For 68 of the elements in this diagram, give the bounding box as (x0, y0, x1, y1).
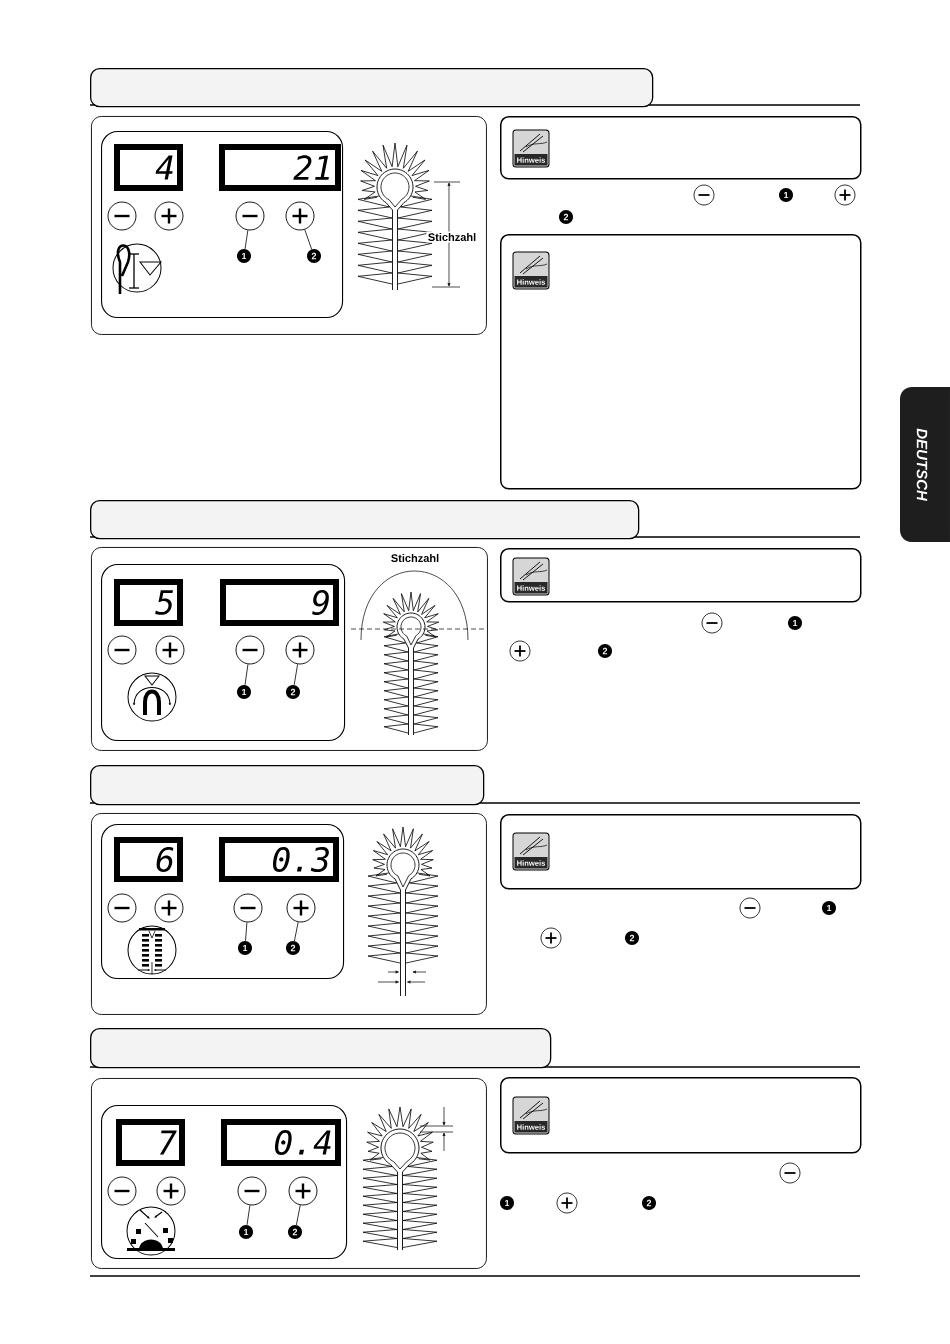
callout-number: 1 (788, 616, 802, 630)
callout-number: 2 (598, 644, 612, 658)
lcd-display: 7 (116, 1119, 185, 1166)
callout-number: 2 (286, 685, 300, 699)
plus-button (285, 635, 315, 665)
control-panel (101, 1105, 348, 1260)
lcd-display: 5 (114, 579, 183, 626)
leader-line (244, 663, 249, 686)
figure-frame (91, 1078, 487, 1269)
callout-number: 2 (642, 1196, 656, 1210)
leader-line (246, 1204, 251, 1226)
heading-bar (90, 68, 654, 108)
minus-button (235, 201, 265, 231)
plus-button (288, 1176, 318, 1206)
callout-number: 2 (286, 941, 300, 955)
minus-button (237, 1176, 267, 1206)
heading-bar (90, 1028, 552, 1069)
leader-line (245, 922, 248, 942)
leader-line (294, 921, 299, 942)
plus-button (285, 201, 315, 231)
callout-number: 2 (307, 249, 321, 263)
callout-number: 2 (288, 1225, 302, 1239)
plus-button (156, 1176, 186, 1206)
lcd-display: 6 (114, 837, 183, 882)
minus-button (107, 893, 137, 923)
callout-number: 1 (238, 941, 252, 955)
leader-line (304, 229, 312, 250)
lcd-display: 9 (220, 579, 339, 626)
note-box (500, 234, 862, 490)
lcd-display: 21 (219, 144, 341, 191)
callout-number: 1 (779, 188, 793, 202)
heading-bar (90, 765, 485, 806)
plus-button (155, 635, 185, 665)
callout-number: 1 (237, 249, 251, 263)
note-box (500, 116, 862, 180)
minus-button (233, 893, 263, 923)
plus-button (154, 201, 184, 231)
callout-number: 1 (239, 1225, 253, 1239)
plus-button (154, 893, 184, 923)
plus-button (286, 893, 316, 923)
figure-frame (91, 547, 488, 751)
dimension-label: Stichzahl (426, 231, 478, 243)
callout-number: 1 (500, 1196, 514, 1210)
minus-button (235, 635, 265, 665)
note-box (500, 1077, 862, 1154)
leader-line (244, 229, 249, 250)
figure-frame (91, 116, 487, 335)
note-box (500, 548, 862, 603)
minus-button (107, 201, 137, 231)
lcd-display: 4 (114, 144, 183, 191)
control-panel (101, 824, 345, 980)
minus-button (107, 635, 137, 665)
callout-number: 2 (559, 210, 573, 224)
heading-bar (90, 500, 640, 540)
dimension-label: Stichzahl (389, 552, 441, 564)
lcd-display: 0.3 (219, 837, 339, 882)
callout-number: 2 (625, 931, 639, 945)
control-panel (101, 131, 344, 319)
callout-number: 1 (237, 685, 251, 699)
language-tab: DEUTSCH (900, 387, 950, 542)
leader-line (296, 1204, 301, 1226)
leader-line (293, 663, 298, 686)
figure-frame (91, 813, 487, 1015)
control-panel (101, 564, 346, 742)
lcd-display: 0.4 (221, 1119, 341, 1166)
note-box (500, 814, 862, 890)
callout-number: 1 (822, 901, 836, 915)
minus-button (107, 1176, 137, 1206)
